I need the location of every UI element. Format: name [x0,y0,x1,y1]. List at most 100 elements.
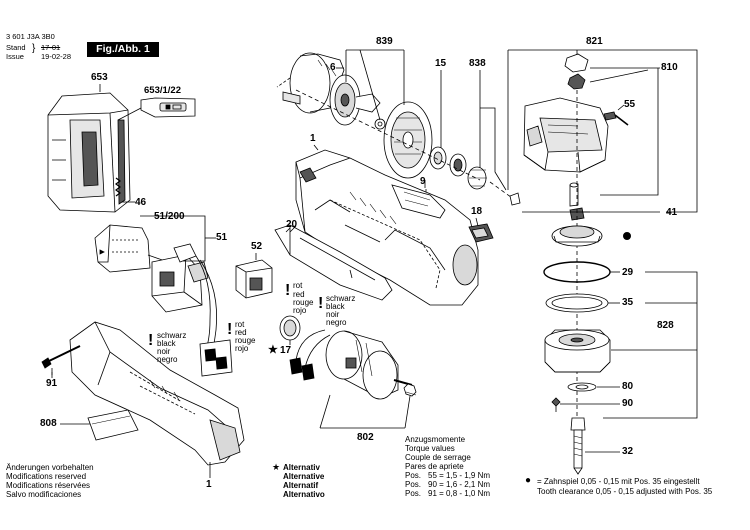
motor-wire-red: red [293,290,305,299]
star-alternative-icon: ★ [268,344,278,356]
housing-half-lower [69,321,245,466]
switch-module-51 [94,224,233,377]
torque-row-pos: Pos. [405,489,422,498]
switch-wire-rouge: rouge [235,336,256,345]
brace-glyph: } [32,43,36,54]
bearing-15 [429,146,467,177]
bevel-gear [551,225,603,247]
callout-653: 653 [91,72,108,83]
screw-55 [603,111,617,121]
callout-80: 80 [622,381,634,392]
switch-wire-rot: rot [235,320,245,329]
callout-808: 808 [40,418,57,429]
spindle-32 [570,417,586,475]
callout-6: 6 [330,62,336,73]
warning-exclamation-icon: ! [318,295,324,312]
callout-90: 90 [622,398,634,409]
warning-exclamation-icon: ! [148,332,154,349]
torque-title-en: Torque values [405,444,455,453]
washer-80 [567,382,597,392]
torque-row-value: 55 = 1,5 - 1,9 Nm [428,471,491,480]
torque-title-de: Anzugsmomente [405,435,466,444]
callout-802: 802 [357,432,374,443]
label-plate-9 [391,184,446,219]
torque-row-value: 91 = 0,8 - 1,0 Nm [428,489,491,498]
callout-35: 35 [622,297,634,308]
screw-91 [41,345,81,375]
torque-title-es: Pares de apriete [405,462,464,471]
callout-15: 15 [435,58,447,69]
bullet-dot-icon: ● [525,475,532,486]
alternative-es: Alternativo [283,490,325,499]
stand-value: 17-01 [41,43,61,52]
callout-20: 20 [286,219,298,230]
switch-wire-rojo: rojo [235,344,249,353]
callout-828: 828 [657,320,674,331]
callout-51-200: 51/200 [154,211,185,222]
cover-18 [468,223,494,243]
motor-wire-schwarz: schwarz [326,294,356,303]
torque-row-pos: Pos. [405,471,422,480]
motor-wire-noir: noir [326,310,340,319]
callout-839: 839 [376,36,393,47]
modifications-de: Änderungen vorbehalten [6,463,94,472]
fan-gear-839 [329,74,386,130]
bullet-dot-icon [623,231,632,240]
fan-cover-6 [276,52,345,114]
cap-810 [564,53,589,73]
nut-810 [567,73,586,90]
pin-41 [509,192,521,206]
housing-half-20 [274,224,393,301]
callout-32: 32 [622,446,634,457]
motor-housing-main [295,149,479,306]
motor-wire-rouge: rouge [293,298,314,307]
gear-head-821 [523,97,609,173]
callout-1-top: 1 [310,133,316,144]
motor-wire-negro: negro [326,318,347,327]
switch-wire-schwarz: schwarz [157,331,187,340]
bracket-51 [183,215,206,262]
callout-55: 55 [624,99,636,110]
callout-29: 29 [622,267,634,278]
pinion-838 [467,166,487,190]
battery-pack-653 [47,92,131,213]
callout-46: 46 [135,197,147,208]
callout-9: 9 [420,176,426,187]
motor-802 [325,330,417,400]
callout-810: 810 [661,62,678,73]
callout-52: 52 [251,241,263,252]
stand-label: Stand [6,43,26,52]
clearance-de: = Zahnspiel 0,05 - 0,15 mit Pos. 35 eing… [537,477,700,486]
spring-46 [115,177,121,197]
alternative-fr: Alternatif [283,481,319,490]
callout-91: 91 [46,378,58,389]
callout-838: 838 [469,58,486,69]
modifications-en: Modifications reserved [6,472,87,481]
clearance-en: Tooth clearance 0,05 - 0,15 adjusted wit… [537,487,713,496]
callout-41: 41 [666,207,678,218]
ring-17 [279,315,301,341]
label-plate-808 [60,409,139,441]
alternative-en: Alternative [283,472,325,481]
warning-exclamation-icon: ! [227,321,233,338]
screw-90 [551,397,561,407]
led-block-52 [235,253,273,299]
modifications-fr: Modifications réservées [6,481,91,490]
star-alternative-icon: ★ [272,462,281,472]
torque-row-pos: Pos. [405,480,422,489]
modifications-es: Salvo modificaciones [6,490,82,499]
motor-wire-rot: rot [293,281,303,290]
doc-number: 3 601 J3A 3B0 [6,32,55,41]
callout-1-bottom: 1 [206,479,212,490]
stator-plate [383,101,433,179]
alternative-de: Alternativ [283,463,320,472]
callout-17: 17 [280,345,292,356]
switch-wire-black: black [157,339,176,348]
label-tag-653-1-22 [117,97,196,121]
torque-title-fr: Couple de serrage [405,453,471,462]
motor-wire-black: black [326,302,345,311]
switch-wire-red: red [235,328,247,337]
callout-51: 51 [216,232,228,243]
